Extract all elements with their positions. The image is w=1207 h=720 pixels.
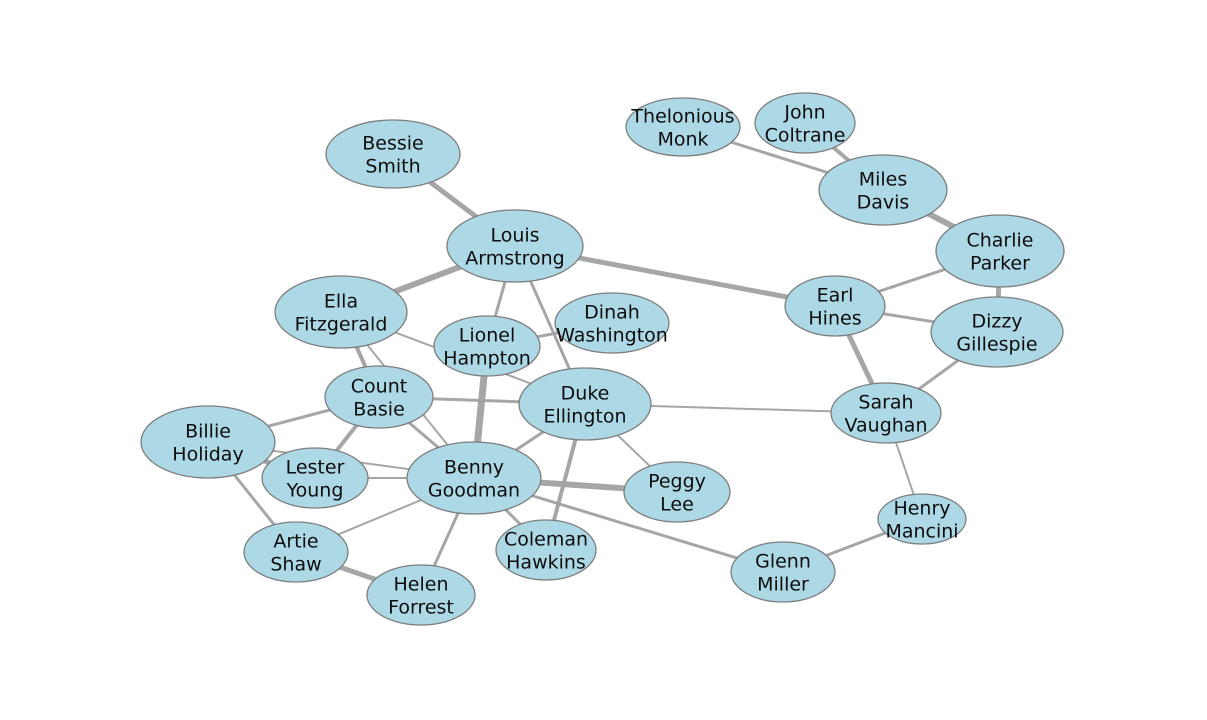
node-label-peggy-lee-line1: Peggy <box>648 471 706 493</box>
node-label-lester-young-line2: Young <box>286 480 344 502</box>
node-ellipse-peggy-lee <box>623 461 731 523</box>
node-label-lionel-hampton-line1: Lionel <box>459 325 516 347</box>
node-label-earl-hines-line2: Hines <box>808 308 861 330</box>
node-ellipse-earl-hines <box>784 275 886 337</box>
node-label-benny-goodman-line2: Goodman <box>428 480 520 502</box>
node-ellipse-lester-young <box>261 447 369 509</box>
node-label-lionel-hampton-line2: Hampton <box>443 348 531 370</box>
node-label-dinah-washington-line1: Dinah <box>584 302 640 324</box>
node-label-glenn-miller-line2: Miller <box>757 574 809 596</box>
node-label-dinah-washington-line2: Washington <box>556 325 668 347</box>
node-label-louis-armstrong-line2: Armstrong <box>465 248 564 270</box>
node-ellipse-thelonious-monk <box>625 97 741 157</box>
node-label-peggy-lee-line2: Lee <box>660 494 694 516</box>
node-ellipse-helen-forrest <box>366 564 476 626</box>
node-ellipse-miles-davis <box>818 154 948 226</box>
node-label-coleman-hawkins-line1: Coleman <box>504 529 588 551</box>
node-ellipse-billie-holiday <box>140 405 276 479</box>
node-label-duke-ellington-line2: Ellington <box>543 406 626 428</box>
node-ellipse-dizzy-gillespie <box>930 296 1064 368</box>
node-label-sarah-vaughan-line1: Sarah <box>858 392 913 414</box>
node-ellipse-artie-shaw <box>243 521 349 583</box>
node-layer: BessieSmithTheloniousMonkJohnColtraneMil… <box>140 92 1065 626</box>
node-label-henry-mancini-line2: Mancini <box>885 521 958 543</box>
node-ellipse-henry-mancini <box>877 493 967 545</box>
node-label-ella-fitzgerald-line2: Fitzgerald <box>295 314 388 336</box>
node-ellipse-glenn-miller <box>730 541 836 603</box>
node-ellipse-sarah-vaughan <box>830 382 942 444</box>
node-label-coleman-hawkins-line2: Hawkins <box>506 552 586 574</box>
node-label-charlie-parker-line1: Charlie <box>966 230 1033 252</box>
node-ellipse-duke-ellington <box>518 367 652 441</box>
node-label-john-coltrane-line2: Coltrane <box>765 125 846 147</box>
node-label-ella-fitzgerald-line1: Ella <box>324 291 358 313</box>
node-ellipse-benny-goodman <box>406 441 542 515</box>
node-label-thelonious-monk-line2: Monk <box>657 129 708 151</box>
node-label-lester-young-line1: Lester <box>286 457 345 479</box>
node-label-john-coltrane-line1: John <box>783 102 825 124</box>
node-label-billie-holiday-line2: Holiday <box>172 444 243 466</box>
node-ellipse-count-basie <box>324 365 434 429</box>
node-ellipse-john-coltrane <box>754 92 856 154</box>
node-label-thelonious-monk-line1: Thelonious <box>630 106 734 128</box>
node-label-earl-hines-line1: Earl <box>817 285 854 307</box>
node-ellipse-lionel-hampton <box>433 315 541 377</box>
node-ellipse-coleman-hawkins <box>495 519 597 581</box>
node-label-glenn-miller-line1: Glenn <box>755 551 811 573</box>
node-label-miles-davis-line2: Davis <box>857 192 910 214</box>
node-label-duke-ellington-line1: Duke <box>561 383 610 405</box>
node-label-dizzy-gillespie-line1: Dizzy <box>971 311 1022 333</box>
node-label-helen-forrest-line1: Helen <box>394 574 449 596</box>
node-label-dizzy-gillespie-line2: Gillespie <box>956 334 1037 356</box>
node-label-bessie-smith-line1: Bessie <box>362 133 424 155</box>
node-label-bessie-smith-line2: Smith <box>365 156 420 178</box>
node-label-miles-davis-line1: Miles <box>859 169 908 191</box>
node-label-count-basie-line1: Count <box>351 376 407 398</box>
node-label-billie-holiday-line1: Billie <box>185 421 231 443</box>
node-label-artie-shaw-line2: Shaw <box>270 554 321 576</box>
node-label-count-basie-line2: Basie <box>353 399 405 421</box>
node-label-louis-armstrong-line1: Louis <box>490 225 539 247</box>
node-label-charlie-parker-line2: Parker <box>970 253 1030 275</box>
node-label-henry-mancini-line1: Henry <box>893 498 950 520</box>
node-label-benny-goodman-line1: Benny <box>444 457 504 479</box>
node-label-helen-forrest-line2: Forrest <box>388 597 454 619</box>
node-ellipse-dinah-washington <box>554 292 670 354</box>
node-label-sarah-vaughan-line2: Vaughan <box>845 415 928 437</box>
node-ellipse-louis-armstrong <box>446 209 584 283</box>
node-label-artie-shaw-line1: Artie <box>273 531 318 553</box>
node-ellipse-ella-fitzgerald <box>274 275 408 349</box>
node-ellipse-charlie-parker <box>935 214 1065 288</box>
node-ellipse-bessie-smith <box>325 119 461 189</box>
